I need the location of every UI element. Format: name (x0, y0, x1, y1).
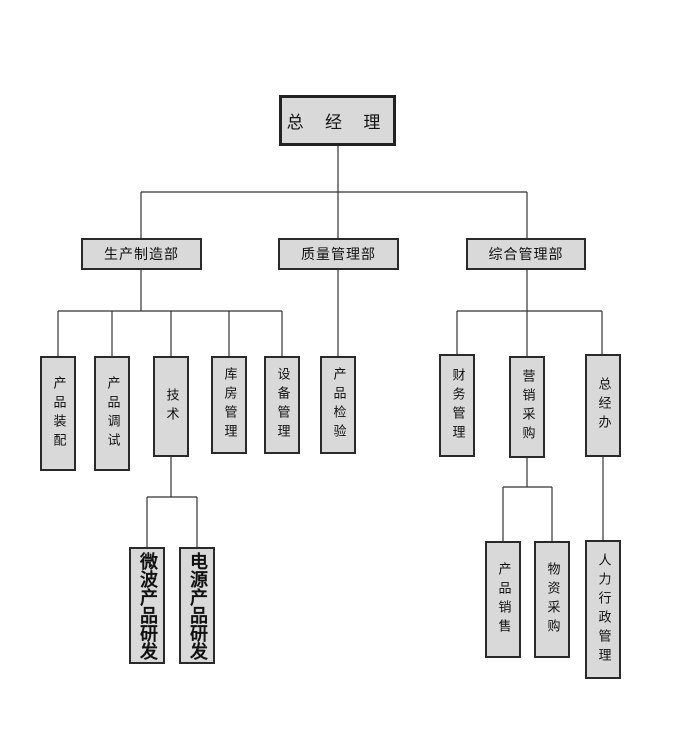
dept-production: 生产制造部 (81, 238, 202, 270)
unit-sales-label: 产品销售 (495, 561, 511, 638)
ceo-label: 总 经 理 (286, 113, 389, 133)
unit-finance: 财务管理 (439, 354, 475, 457)
unit-microwave-rd: 微波产品研发 (129, 547, 165, 664)
unit-assembly-label: 产品装配 (50, 375, 66, 452)
dept-general: 综合管理部 (466, 238, 586, 270)
unit-inspection-label: 产品检验 (330, 367, 346, 443)
unit-office: 总经办 (585, 354, 621, 457)
ceo-node: 总 经 理 (279, 95, 396, 146)
unit-hr: 人力行政管理 (585, 540, 621, 679)
unit-tech: 技术 (153, 356, 189, 457)
unit-power-rd-label: 电源产品研发 (187, 551, 208, 660)
unit-hr-label: 人力行政管理 (595, 552, 611, 667)
dept-quality: 质量管理部 (278, 238, 399, 270)
unit-sales: 产品销售 (485, 541, 521, 658)
unit-microwave-rd-label: 微波产品研发 (137, 551, 158, 660)
dept-quality-label: 质量管理部 (301, 247, 376, 263)
unit-finance-label: 财务管理 (449, 367, 465, 444)
unit-equipment-label: 设备管理 (274, 367, 290, 443)
unit-assembly: 产品装配 (40, 356, 76, 471)
unit-power-rd: 电源产品研发 (179, 547, 215, 664)
unit-equipment: 设备管理 (264, 356, 300, 454)
unit-tech-label: 技术 (163, 387, 179, 426)
unit-office-label: 总经办 (595, 377, 611, 434)
unit-warehouse: 库房管理 (211, 356, 247, 454)
unit-marketing-label: 营销采购 (519, 369, 535, 445)
unit-purchase-label: 物资采购 (544, 561, 560, 638)
unit-warehouse-label: 库房管理 (221, 367, 237, 443)
unit-inspection: 产品检验 (320, 356, 356, 454)
unit-purchase: 物资采购 (534, 541, 570, 658)
dept-production-label: 生产制造部 (104, 247, 179, 263)
unit-debug-label: 产品调试 (104, 375, 120, 452)
dept-general-label: 综合管理部 (488, 247, 564, 263)
unit-debug: 产品调试 (94, 356, 130, 471)
unit-marketing: 营销采购 (509, 356, 545, 458)
